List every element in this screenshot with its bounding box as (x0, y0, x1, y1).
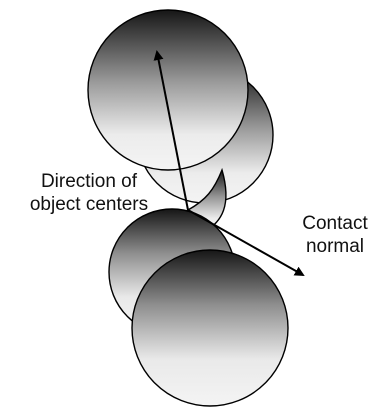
direction-label-line1: Direction of (41, 171, 138, 192)
lower-object-main-lobe (131, 249, 289, 407)
lower-object (108, 208, 289, 407)
contact-normal-arrow (187, 209, 305, 276)
upper-object (87, 9, 274, 233)
upper-object-main-lobe (87, 9, 249, 171)
contact-label-line1: Contact (302, 213, 368, 234)
contact-label-line2: normal (306, 236, 364, 257)
direction-of-object-centers-arrow (153, 50, 189, 211)
direction-label-line2: object centers (30, 194, 148, 215)
